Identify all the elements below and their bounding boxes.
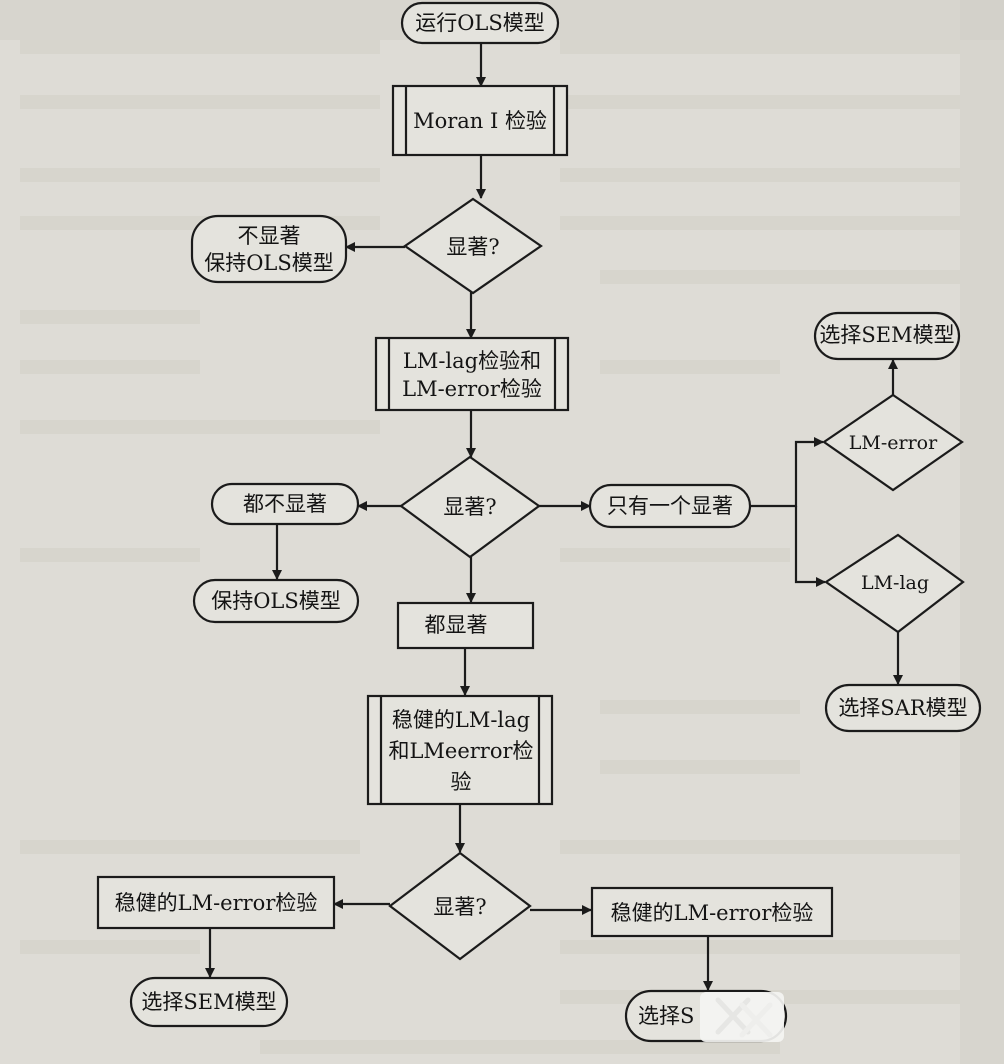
notsig-line2: 保持OLS模型 xyxy=(204,251,334,275)
choose-sem-bottom-node: 选择SEM模型 xyxy=(129,976,289,1028)
moran-label: Moran I 检验 xyxy=(413,109,547,133)
decision-lm-error: LM-error xyxy=(822,393,964,492)
sem-bottom-label: 选择SEM模型 xyxy=(141,990,276,1014)
not-significant-node: 不显著 保持OLS模型 xyxy=(190,214,348,284)
lm-test-node: LM-lag检验和 LM-error检验 xyxy=(374,336,570,412)
decision-lm-lag: LM-lag xyxy=(824,533,965,634)
robust-line3: 验 xyxy=(451,770,472,794)
sig3-label: 显著? xyxy=(433,895,486,919)
nonesig-label: 都不显著 xyxy=(243,492,327,516)
onlyone-label: 只有一个显著 xyxy=(607,494,733,518)
robust-error-left-node: 稳健的LM-error检验 xyxy=(96,875,336,930)
start-label: 运行OLS模型 xyxy=(415,11,545,35)
arrow-onlyone-to-lmerror xyxy=(750,437,824,508)
arrow-onlyone-to-lmlag xyxy=(794,506,826,587)
choose-bottom-right-label: 选择S xyxy=(638,1004,694,1028)
connectors xyxy=(205,42,903,991)
robust-right-label: 稳健的LM-error检验 xyxy=(611,901,814,925)
all-significant-node: 都显著 xyxy=(396,601,535,650)
lmlag-label: LM-lag xyxy=(861,572,929,594)
robust-error-right-node: 稳健的LM-error检验 xyxy=(590,886,834,938)
keep-ols-node: 保持OLS模型 xyxy=(192,578,360,624)
robust-test-node: 稳健的LM-lag 和LMeerror检 验 xyxy=(366,694,554,806)
sem-top-label: 选择SEM模型 xyxy=(819,323,954,347)
allsig-label: 都显著 xyxy=(425,613,488,637)
sig1-label: 显著? xyxy=(446,235,499,259)
robust-left-label: 稳健的LM-error检验 xyxy=(115,891,318,915)
decision-sig3: 显著? xyxy=(388,851,532,961)
watermark-logo xyxy=(700,992,784,1042)
robust-line2: 和LMeerror检 xyxy=(388,739,533,763)
choose-sem-top-node: 选择SEM模型 xyxy=(813,311,961,361)
decision-sig2: 显著? xyxy=(399,455,541,559)
lmtest-line2: LM-error检验 xyxy=(402,377,542,401)
moran-test-node: Moran I 检验 xyxy=(391,84,569,157)
notsig-line1: 不显著 xyxy=(238,224,301,248)
choose-sar-node: 选择SAR模型 xyxy=(824,683,982,733)
keepols-label: 保持OLS模型 xyxy=(211,589,341,613)
robust-line1: 稳健的LM-lag xyxy=(392,708,530,732)
start-node: 运行OLS模型 xyxy=(400,1,560,45)
sig2-label: 显著? xyxy=(443,495,496,519)
sar-label: 选择SAR模型 xyxy=(838,696,967,720)
only-one-significant-node: 只有一个显著 xyxy=(588,483,752,529)
lmtest-line1: LM-lag检验和 xyxy=(403,349,541,373)
right-shadow xyxy=(960,0,1004,1064)
lmerror-label: LM-error xyxy=(849,432,938,454)
decision-sig1: 显著? xyxy=(403,197,543,295)
none-significant-node: 都不显著 xyxy=(210,482,360,526)
